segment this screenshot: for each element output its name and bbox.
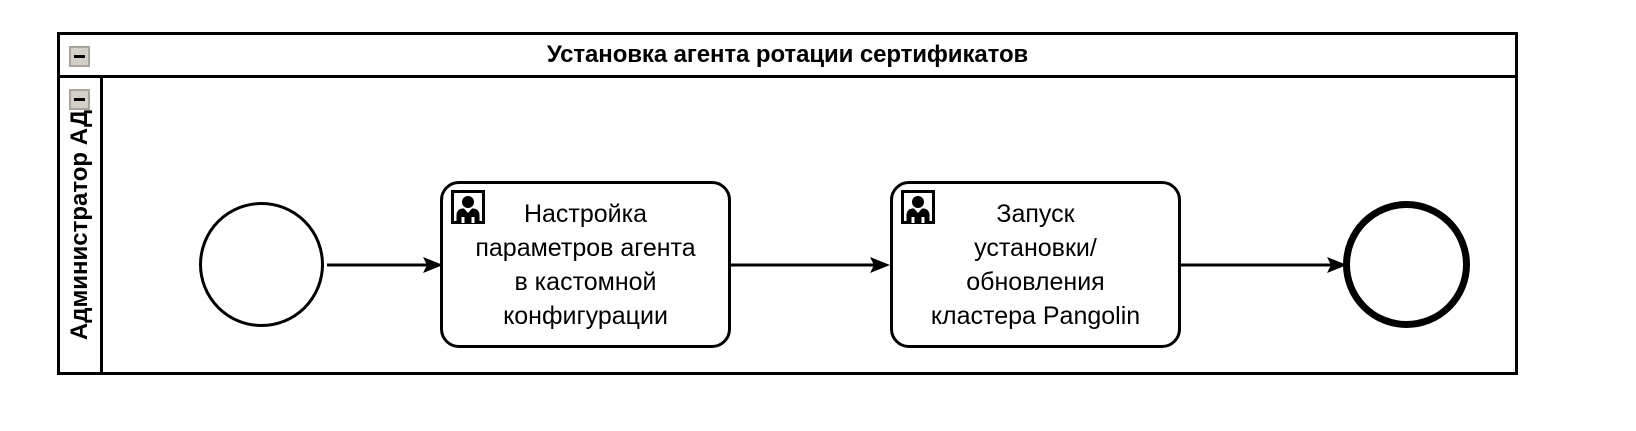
sequence-flow-task-1-to-task-2: [731, 254, 890, 276]
user-task-start-install-update-pangolin-cluster[interactable]: Запуск установки/ обновления кластера Pa…: [890, 181, 1181, 348]
user-task-configure-agent-parameters[interactable]: Настройка параметров агента в кастомной …: [440, 181, 731, 348]
pool-title: Установка агента ротации сертификатов: [546, 41, 1029, 68]
task-label: Настройка параметров агента в кастомной …: [475, 199, 696, 330]
pool-certificate-rotation-agent-installation[interactable]: Установка агента ротации сертификатов Ад…: [57, 32, 1518, 375]
lane-body: Настройка параметров агента в кастомной …: [103, 78, 1515, 372]
user-icon: [451, 190, 485, 224]
lane-administrator-ad: Администратор АД: [60, 78, 1515, 372]
pool-minimize-icon[interactable]: [69, 46, 90, 67]
end-event[interactable]: [1343, 201, 1470, 328]
pool-header: Установка агента ротации сертификатов: [60, 35, 1515, 78]
lane-minimize-icon[interactable]: [69, 89, 90, 110]
user-icon: [901, 190, 935, 224]
lane-label: Администратор АД: [66, 109, 93, 341]
sequence-flow-start-to-task-1: [327, 254, 443, 276]
lane-header[interactable]: Администратор АД: [60, 78, 103, 372]
task-label: Запуск установки/ обновления кластера Pa…: [930, 199, 1141, 330]
start-event[interactable]: [199, 202, 324, 327]
sequence-flow-task-2-to-end: [1181, 254, 1347, 276]
